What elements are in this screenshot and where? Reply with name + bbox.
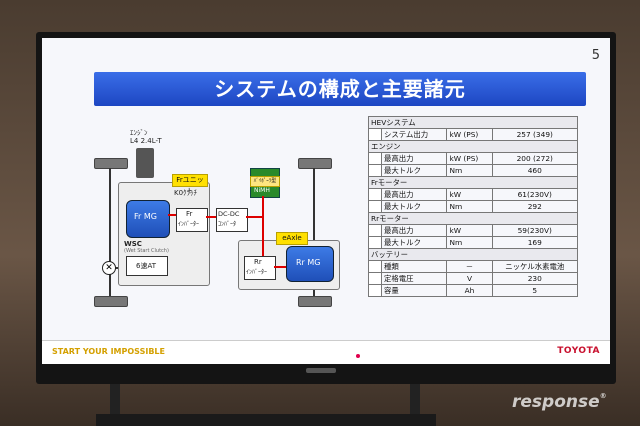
section-rr-motor: Rrモーター bbox=[368, 212, 578, 225]
wsc-label: WSC bbox=[124, 240, 142, 248]
front-left-wheel bbox=[94, 158, 128, 169]
toyota-logo: TOYOTA bbox=[557, 346, 600, 356]
slide-number: 5 bbox=[591, 48, 600, 63]
slide-screen: 5 システムの構成と主要諸元 ✕ ｴﾝｼﾞﾝ L4 2.4L-T Frユニット … bbox=[42, 38, 610, 364]
power-line bbox=[274, 266, 286, 268]
response-watermark: response® bbox=[512, 392, 607, 412]
table-row: Frモーター bbox=[368, 176, 578, 189]
rr-inverter-label-2: ｲﾝﾊﾞｰﾀｰ bbox=[246, 269, 268, 276]
system-diagram: ✕ ｴﾝｼﾞﾝ L4 2.4L-T Frユニット K0ｸﾗｯﾁ Fr MG WS… bbox=[90, 128, 360, 318]
fr-mg-label: Fr MG bbox=[134, 212, 157, 221]
rr-inverter-box bbox=[244, 256, 276, 280]
tv-stand-left bbox=[110, 384, 120, 426]
wsc-sub-label: (Wet Start Clutch) bbox=[124, 248, 169, 254]
battery-label-1: ﾊﾞｲﾎﾟｰﾗ型 bbox=[250, 176, 280, 187]
slide-title: システムの構成と主要諸元 bbox=[214, 77, 466, 101]
table-row: エンジン bbox=[368, 140, 578, 153]
tv-stand-right bbox=[410, 384, 420, 426]
fr-inverter-label-2: ｲﾝﾊﾞｰﾀｰ bbox=[178, 221, 200, 228]
fr-inverter-label-1: Fr bbox=[186, 210, 193, 218]
front-right-wheel bbox=[298, 158, 332, 169]
section-battery: バッテリー bbox=[368, 248, 578, 261]
tv-logo bbox=[306, 368, 336, 373]
slide-footer bbox=[42, 340, 610, 364]
rear-left-wheel bbox=[94, 296, 128, 307]
tv-base bbox=[96, 414, 436, 426]
dcdc-box bbox=[216, 208, 248, 232]
k0-clutch-label: K0ｸﾗｯﾁ bbox=[174, 189, 198, 197]
eaxle-label: eAxle bbox=[276, 232, 308, 245]
dcdc-label-2: ｺﾝﾊﾞｰﾀ bbox=[218, 221, 237, 228]
engine-icon bbox=[136, 148, 154, 178]
fr-unit-label: Frユニット bbox=[172, 174, 208, 195]
section-hev: HEVシステム bbox=[368, 116, 578, 129]
transmission-box bbox=[126, 256, 168, 276]
power-line bbox=[168, 214, 176, 216]
engine-spec-label: L4 2.4L-T bbox=[130, 137, 162, 145]
section-fr-motor: Frモーター bbox=[368, 176, 578, 189]
dcdc-label-1: DC-DC bbox=[218, 210, 240, 218]
rear-right-wheel bbox=[298, 296, 332, 307]
footer-slogan: START YOUR IMPOSSIBLE bbox=[52, 347, 165, 356]
transmission-label: 6速AT bbox=[136, 262, 156, 270]
table-row: Rrモーター bbox=[368, 212, 578, 225]
power-line bbox=[262, 196, 264, 256]
power-line bbox=[206, 216, 216, 218]
battery-label-2: NiMH bbox=[254, 187, 270, 194]
table-row: バッテリー bbox=[368, 248, 578, 261]
rr-mg-icon bbox=[286, 246, 334, 282]
left-shaft bbox=[109, 168, 111, 296]
fr-inverter-box bbox=[176, 208, 208, 232]
differential-icon: ✕ bbox=[102, 261, 116, 275]
right-shaft bbox=[313, 168, 315, 296]
rr-mg-label: Rr MG bbox=[296, 258, 321, 267]
table-row: HEVシステム bbox=[368, 116, 578, 129]
title-banner: システムの構成と主要諸元 bbox=[94, 72, 586, 106]
engine-label: ｴﾝｼﾞﾝ bbox=[130, 129, 148, 137]
table-row: 種類－ニッケル水素電池 bbox=[368, 260, 579, 273]
power-line bbox=[246, 216, 264, 218]
pointer-dot bbox=[356, 354, 360, 358]
rr-inverter-label-1: Rr bbox=[254, 258, 262, 266]
section-engine: エンジン bbox=[368, 140, 578, 153]
fr-mg-icon bbox=[126, 200, 170, 238]
